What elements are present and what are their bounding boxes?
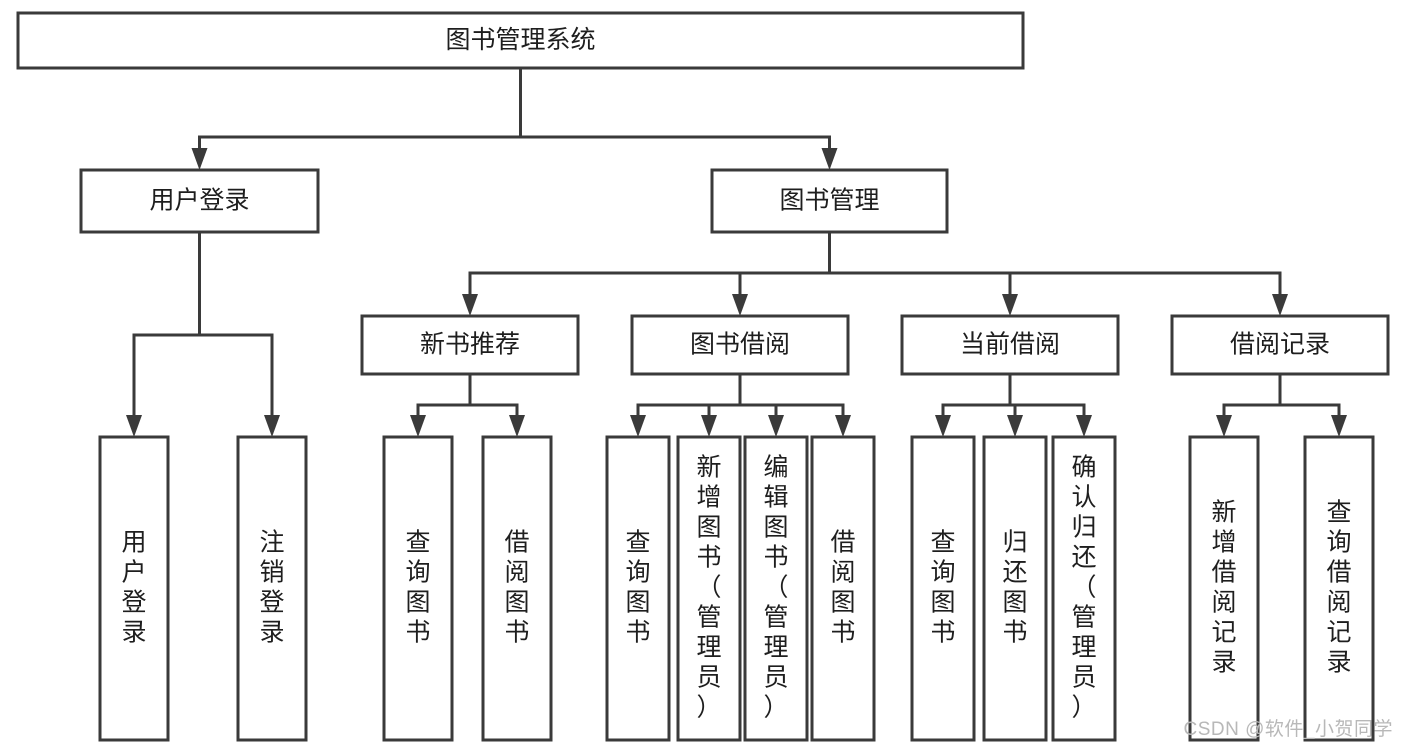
node-label-leaf-new-borrow: 借阅图书 bbox=[504, 529, 529, 647]
node-leaf-borrow-add[interactable]: 新增图书（管理员） bbox=[676, 435, 742, 742]
node-label-leaf-user-logout: 注销登录 bbox=[259, 529, 284, 647]
node-root[interactable]: 图书管理系统 bbox=[16, 11, 1025, 70]
node-box-leaf-borrow-do[interactable] bbox=[810, 435, 876, 742]
node-box-leaf-new-borrow[interactable] bbox=[481, 435, 553, 742]
node-label-root: 图书管理系统 bbox=[445, 26, 595, 54]
node-label-leaf-borrow-add: 新增图书（管理员） bbox=[696, 454, 721, 722]
node-leaf-user-logout[interactable]: 注销登录 bbox=[236, 435, 308, 742]
node-label-borrow: 图书借阅 bbox=[690, 331, 790, 359]
arrow-head-icon bbox=[768, 415, 784, 437]
node-leaf-record-add[interactable]: 新增借阅记录 bbox=[1188, 435, 1260, 742]
node-label-leaf-current-query: 查询图书 bbox=[930, 529, 955, 647]
connector-group-newbook bbox=[410, 372, 525, 437]
node-label-login: 用户登录 bbox=[149, 187, 249, 215]
node-label-leaf-borrow-query: 查询图书 bbox=[625, 529, 650, 647]
node-label-record: 借阅记录 bbox=[1230, 331, 1330, 359]
arrow-head-icon bbox=[509, 415, 525, 437]
watermark-text: CSDN @软件_小贺同学 bbox=[1183, 719, 1393, 740]
connector-group-root bbox=[191, 66, 838, 170]
connector-group-login bbox=[126, 230, 280, 437]
node-label-current: 当前借阅 bbox=[960, 331, 1060, 359]
node-label-leaf-user-login: 用户登录 bbox=[121, 529, 146, 647]
arrow-head-icon bbox=[732, 294, 748, 316]
connector-group-bookmgmt bbox=[462, 230, 1288, 316]
node-record[interactable]: 借阅记录 bbox=[1170, 314, 1390, 376]
node-bookmgmt[interactable]: 图书管理 bbox=[710, 168, 949, 234]
node-label-leaf-current-confirm: 确认归还（管理员） bbox=[1071, 454, 1096, 722]
node-box-leaf-record-query[interactable] bbox=[1303, 435, 1375, 742]
arrow-head-icon bbox=[264, 415, 280, 437]
node-box-bookmgmt[interactable] bbox=[710, 168, 949, 234]
node-leaf-new-borrow[interactable]: 借阅图书 bbox=[481, 435, 553, 742]
arrow-head-icon bbox=[630, 415, 646, 437]
node-leaf-user-login[interactable]: 用户登录 bbox=[98, 435, 170, 742]
node-label-leaf-borrow-do: 借阅图书 bbox=[830, 529, 855, 647]
arrow-head-icon bbox=[1007, 415, 1023, 437]
node-newbook[interactable]: 新书推荐 bbox=[360, 314, 580, 376]
node-box-login[interactable] bbox=[79, 168, 320, 234]
node-box-leaf-borrow-add[interactable] bbox=[676, 435, 742, 742]
node-box-leaf-current-confirm[interactable] bbox=[1051, 435, 1117, 742]
node-leaf-borrow-do[interactable]: 借阅图书 bbox=[810, 435, 876, 742]
arrow-head-icon bbox=[126, 415, 142, 437]
node-box-leaf-new-query[interactable] bbox=[382, 435, 454, 742]
arrow-head-icon bbox=[821, 148, 838, 170]
arrow-head-icon bbox=[1331, 415, 1347, 437]
node-label-leaf-borrow-edit: 编辑图书（管理员） bbox=[763, 454, 788, 722]
node-leaf-new-query[interactable]: 查询图书 bbox=[382, 435, 454, 742]
node-login[interactable]: 用户登录 bbox=[79, 168, 320, 234]
arrow-head-icon bbox=[410, 415, 426, 437]
node-label-bookmgmt: 图书管理 bbox=[779, 187, 879, 215]
arrow-head-icon bbox=[935, 415, 951, 437]
node-box-current[interactable] bbox=[900, 314, 1120, 376]
node-label-newbook: 新书推荐 bbox=[420, 331, 520, 359]
node-borrow[interactable]: 图书借阅 bbox=[630, 314, 850, 376]
connector-layer bbox=[126, 66, 1347, 437]
node-box-borrow[interactable] bbox=[630, 314, 850, 376]
arrow-head-icon bbox=[191, 148, 208, 170]
connector-group-borrow bbox=[630, 372, 851, 437]
node-leaf-record-query[interactable]: 查询借阅记录 bbox=[1303, 435, 1375, 742]
node-leaf-current-query[interactable]: 查询图书 bbox=[910, 435, 976, 742]
node-box-leaf-borrow-query[interactable] bbox=[605, 435, 671, 742]
node-leaf-borrow-edit[interactable]: 编辑图书（管理员） bbox=[743, 435, 809, 742]
arrow-head-icon bbox=[1002, 294, 1018, 316]
arrow-head-icon bbox=[462, 294, 478, 316]
connector-group-current bbox=[935, 372, 1092, 437]
arrow-head-icon bbox=[701, 415, 717, 437]
node-label-leaf-record-query: 查询借阅记录 bbox=[1326, 499, 1351, 677]
arrow-head-icon bbox=[835, 415, 851, 437]
node-label-leaf-new-query: 查询图书 bbox=[405, 529, 430, 647]
connector-group-record bbox=[1216, 372, 1347, 437]
node-leaf-current-confirm[interactable]: 确认归还（管理员） bbox=[1051, 435, 1117, 742]
node-box-leaf-current-return[interactable] bbox=[982, 435, 1048, 742]
arrow-head-icon bbox=[1076, 415, 1092, 437]
node-box-leaf-borrow-edit[interactable] bbox=[743, 435, 809, 742]
node-current[interactable]: 当前借阅 bbox=[900, 314, 1120, 376]
node-box-root[interactable] bbox=[16, 11, 1025, 70]
node-layer: 图书管理系统用户登录图书管理新书推荐图书借阅当前借阅借阅记录用户登录注销登录查询… bbox=[16, 11, 1390, 742]
arrow-head-icon bbox=[1216, 415, 1232, 437]
node-label-leaf-current-return: 归还图书 bbox=[1002, 529, 1027, 647]
node-box-newbook[interactable] bbox=[360, 314, 580, 376]
node-box-leaf-current-query[interactable] bbox=[910, 435, 976, 742]
node-label-leaf-record-add: 新增借阅记录 bbox=[1211, 499, 1236, 677]
node-box-leaf-user-logout[interactable] bbox=[236, 435, 308, 742]
node-box-leaf-record-add[interactable] bbox=[1188, 435, 1260, 742]
node-box-record[interactable] bbox=[1170, 314, 1390, 376]
arrow-head-icon bbox=[1272, 294, 1288, 316]
node-leaf-current-return[interactable]: 归还图书 bbox=[982, 435, 1048, 742]
node-leaf-borrow-query[interactable]: 查询图书 bbox=[605, 435, 671, 742]
node-box-leaf-user-login[interactable] bbox=[98, 435, 170, 742]
